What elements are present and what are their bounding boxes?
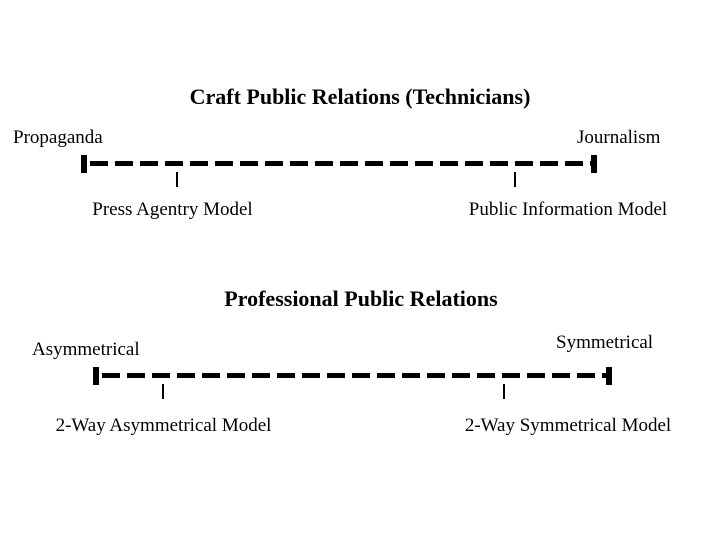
axis-tick-2way-symmetrical: [503, 384, 505, 399]
continuum-axis-professional: [0, 240, 720, 470]
right-pole-label-symmetrical: Symmetrical: [556, 332, 654, 353]
axis-end-cap-left: [81, 155, 87, 173]
left-pole-label-asymmetrical: Asymmetrical: [32, 339, 140, 360]
axis-tick-2way-asymmetrical: [162, 384, 164, 399]
axis-tick-press-agentry: [176, 172, 178, 187]
dashed-axis-line: [90, 161, 593, 166]
model-label-press-agentry: Press Agentry Model: [92, 199, 253, 220]
continuum-axis-craft: [0, 0, 720, 240]
right-pole-label-journalism: Journalism: [577, 127, 661, 148]
model-label-public-information: Public Information Model: [468, 199, 668, 220]
left-pole-label-propaganda: Propaganda: [13, 127, 103, 148]
axis-tick-public-information: [514, 172, 516, 187]
section-craft-public-relations: Craft Public Relations (Technicians) Pro…: [0, 0, 720, 240]
axis-end-cap-right: [591, 155, 597, 173]
axis-end-cap-right: [606, 367, 612, 385]
axis-end-cap-left: [93, 367, 99, 385]
model-label-2way-asymmetrical: 2-Way Asymmetrical Model: [55, 415, 272, 436]
dashed-axis-line: [102, 373, 606, 378]
section-professional-public-relations: Professional Public Relations Asymmetric…: [0, 240, 720, 470]
section-title-professional: Professional Public Relations: [224, 286, 498, 311]
model-label-2way-symmetrical: 2-Way Symmetrical Model: [464, 415, 672, 436]
section-title-craft: Craft Public Relations (Technicians): [189, 84, 531, 109]
